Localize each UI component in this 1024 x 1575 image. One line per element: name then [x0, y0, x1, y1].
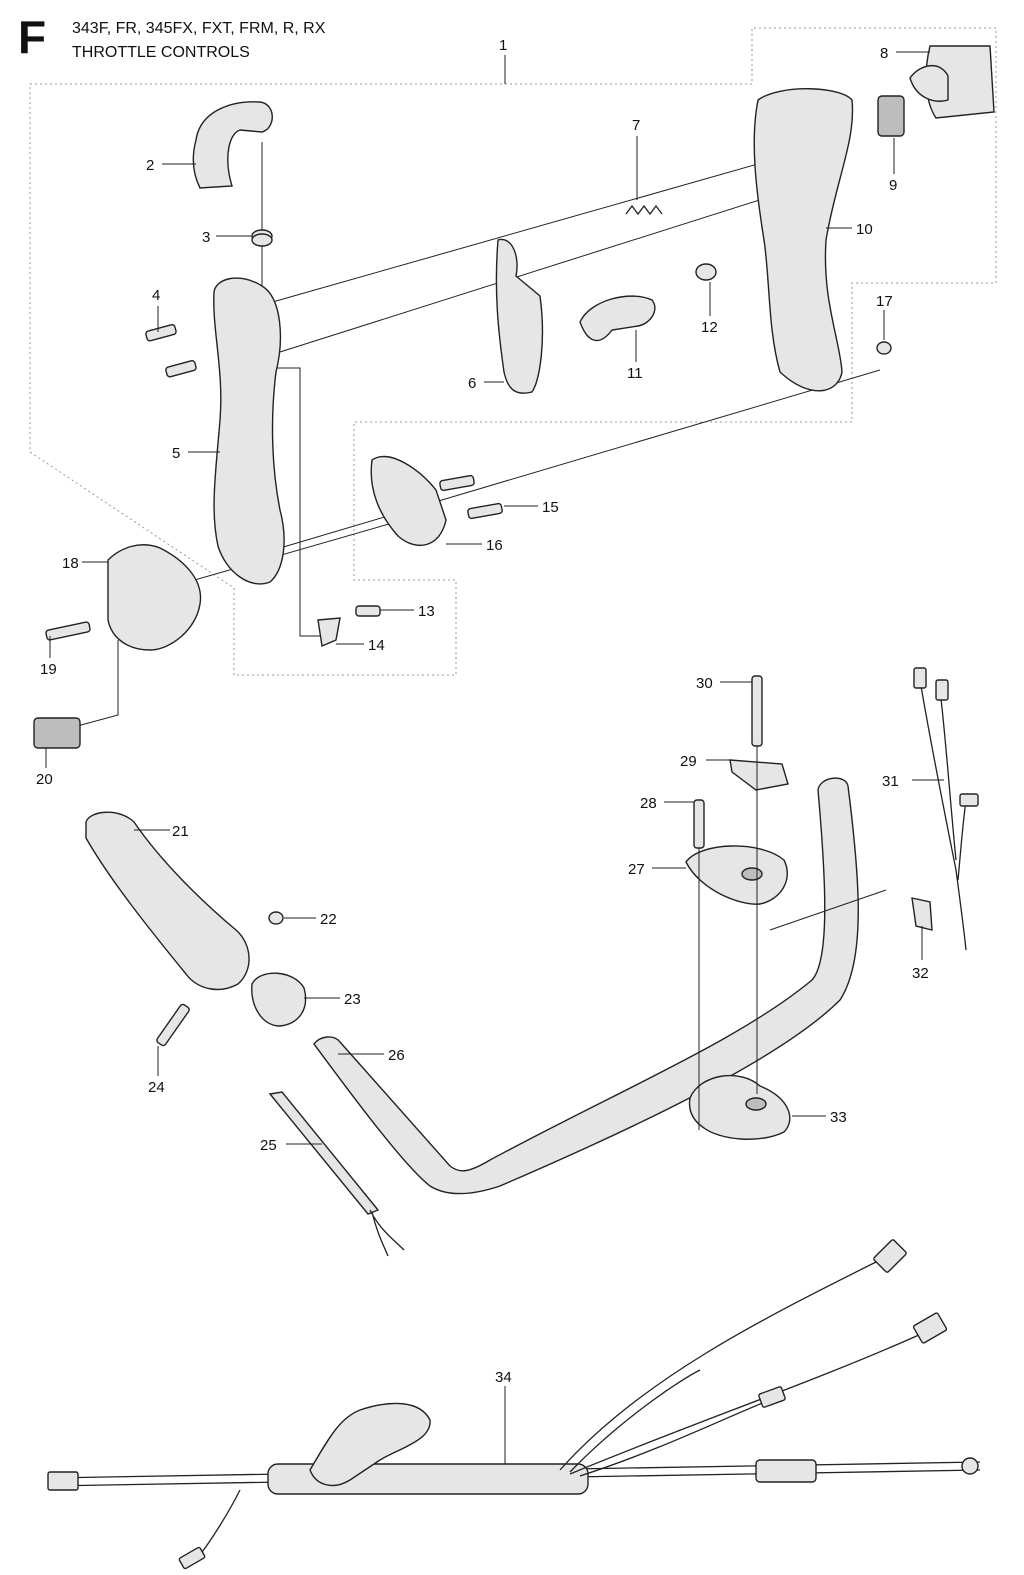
callout-11: 11	[627, 365, 643, 382]
handlebar-tube	[313, 777, 859, 1195]
callout-24: 24	[148, 1079, 165, 1096]
callout-17: 17	[876, 293, 893, 310]
rod-25	[268, 1091, 380, 1215]
callout-labels: 1 2 3 4 5 6 7 8 9 10 11 12 13 14 15 16 1…	[36, 37, 929, 1386]
assembly-axes	[69, 142, 881, 729]
callout-22: 22	[320, 911, 337, 928]
screw-15	[439, 474, 475, 492]
spring-7	[625, 204, 663, 216]
lock-lever	[495, 238, 544, 394]
callout-30: 30	[696, 675, 713, 692]
cover-18	[107, 544, 202, 651]
handle-right-half	[753, 88, 854, 392]
callout-13: 13	[418, 603, 435, 620]
bracket-16	[370, 455, 447, 546]
callout-31: 31	[882, 773, 899, 790]
screw-4	[145, 324, 177, 342]
model-list: 343F, FR, 345FX, FXT, FRM, R, RX	[72, 20, 326, 37]
screw-4b	[165, 360, 197, 378]
callout-25: 25	[260, 1137, 277, 1154]
throttle-trigger	[192, 101, 273, 189]
harness-31	[919, 679, 967, 951]
callout-28: 28	[640, 795, 657, 812]
callout-34: 34	[495, 1369, 512, 1386]
rod-25-wires	[369, 1209, 405, 1257]
callout-32: 32	[912, 965, 929, 982]
stop-switch	[877, 95, 905, 137]
callout-5: 5	[172, 445, 180, 462]
callout-19: 19	[40, 661, 57, 678]
throttle-lever	[579, 295, 656, 342]
clip-14	[317, 617, 341, 647]
callout-27: 27	[628, 861, 645, 878]
leader-lines	[45, 51, 944, 1464]
callout-6: 6	[468, 375, 476, 392]
screw-15b	[467, 502, 503, 520]
callout-18: 18	[62, 555, 79, 572]
callout-4: 4	[152, 287, 160, 304]
handle-left-half	[213, 277, 285, 585]
section-letter: F	[18, 11, 47, 63]
callout-33: 33	[830, 1109, 847, 1126]
screw-24	[156, 1003, 190, 1047]
throttle-harness-34	[47, 1239, 981, 1570]
handlebar-grip	[85, 811, 250, 991]
callout-14: 14	[368, 637, 385, 654]
callout-3: 3	[202, 229, 210, 246]
spring-3	[251, 229, 273, 247]
callout-12: 12	[701, 319, 718, 336]
callout-10: 10	[856, 221, 873, 238]
callout-21: 21	[172, 823, 189, 840]
clamp-23	[251, 972, 307, 1027]
screw-28	[693, 799, 705, 849]
callout-2: 2	[146, 157, 154, 174]
callout-20: 20	[36, 771, 53, 788]
grip-cap-neck	[909, 65, 949, 102]
nut-22	[268, 911, 284, 925]
screw-19	[45, 621, 91, 641]
callout-8: 8	[880, 45, 888, 62]
clip-32	[911, 897, 933, 931]
callout-1: 1	[499, 37, 507, 54]
wing-nut-29	[729, 759, 789, 791]
diagram-title: THROTTLE CONTROLS	[72, 44, 250, 61]
callout-26: 26	[388, 1047, 405, 1064]
spring-12	[695, 263, 717, 281]
clamp-lower-33	[688, 1074, 791, 1140]
callout-9: 9	[889, 177, 897, 194]
callout-7: 7	[632, 117, 640, 134]
callout-29: 29	[680, 753, 697, 770]
switch-20	[33, 717, 81, 749]
callout-16: 16	[486, 537, 503, 554]
clamp-upper-27	[685, 845, 789, 905]
screw-13	[355, 605, 381, 617]
bolt-30	[751, 675, 763, 747]
callout-15: 15	[542, 499, 559, 516]
callout-23: 23	[344, 991, 361, 1008]
nut-17	[876, 341, 892, 355]
